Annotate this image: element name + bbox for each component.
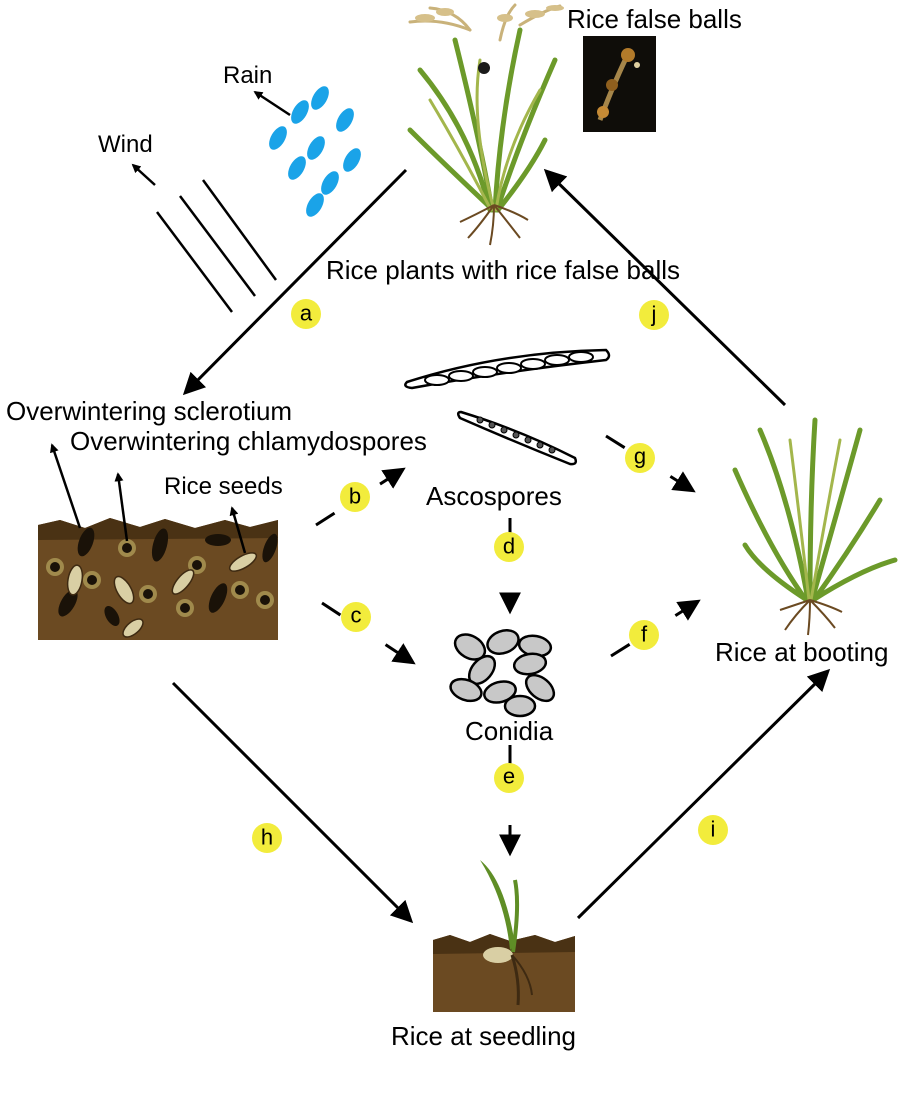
step-label-b: b (349, 484, 361, 509)
rain-label: Rain (223, 62, 272, 89)
ascospores-label: Ascospores (426, 481, 562, 511)
rain-drops (269, 86, 361, 217)
rice-at-seedling-illustration (433, 860, 575, 1012)
step-badge-d: d (494, 532, 524, 562)
arrow-b (315, 467, 406, 527)
step-badge-e: e (494, 763, 524, 793)
step-label-i: i (711, 817, 716, 842)
step-label-g: g (634, 444, 646, 469)
rice-seeds-label: Rice seeds (164, 473, 283, 500)
rice-at-seedling-label: Rice at seedling (391, 1021, 576, 1051)
cycle-arrows (171, 168, 831, 924)
step-badge-h: h (252, 823, 282, 853)
step-label-a: a (300, 301, 313, 326)
arrow-f (610, 599, 701, 658)
arrow-j (543, 168, 787, 407)
ascospores-illustration (404, 348, 611, 466)
arrow-g (605, 434, 696, 493)
soil-with-sclerotia-illustration (38, 518, 278, 640)
step-badge-j: j (639, 300, 669, 330)
step-label-d: d (503, 534, 515, 559)
step-badge-b: b (340, 482, 370, 512)
arrow-c (321, 601, 416, 665)
overwintering-sclerotium-label: Overwintering sclerotium (6, 396, 292, 426)
rice-false-balls-photo (583, 36, 656, 132)
rice-plant-with-false-balls-illustration (407, 3, 564, 246)
rice-false-balls-label: Rice false balls (567, 4, 742, 34)
overwintering-chlamydospores-label: Overwintering chlamydospores (70, 426, 427, 456)
arrow-h (171, 681, 414, 924)
rice-plants-with-false-balls-label: Rice plants with rice false balls (326, 255, 680, 285)
soil-label-pointers (50, 443, 247, 554)
step-badge-g: g (625, 443, 655, 473)
step-badge-f: f (629, 620, 659, 650)
step-label-h: h (261, 825, 273, 850)
rice-at-booting-illustration (732, 417, 898, 636)
step-label-c: c (351, 603, 362, 628)
conidia-illustration (449, 629, 556, 718)
wind-label: Wind (98, 131, 153, 158)
step-badge-a: a (291, 299, 321, 329)
step-label-j: j (651, 302, 657, 327)
rice-at-booting-label: Rice at booting (715, 637, 888, 667)
step-label-f: f (641, 622, 648, 647)
arrow-i (576, 668, 831, 920)
step-badge-i: i (698, 815, 728, 845)
rain-arrow (253, 90, 291, 117)
step-badge-c: c (341, 602, 371, 632)
step-label-e: e (503, 764, 515, 789)
arrow-a (182, 168, 408, 396)
conidia-label: Conidia (465, 716, 554, 746)
wind-arrow (131, 163, 156, 186)
wind-lines (156, 179, 278, 313)
